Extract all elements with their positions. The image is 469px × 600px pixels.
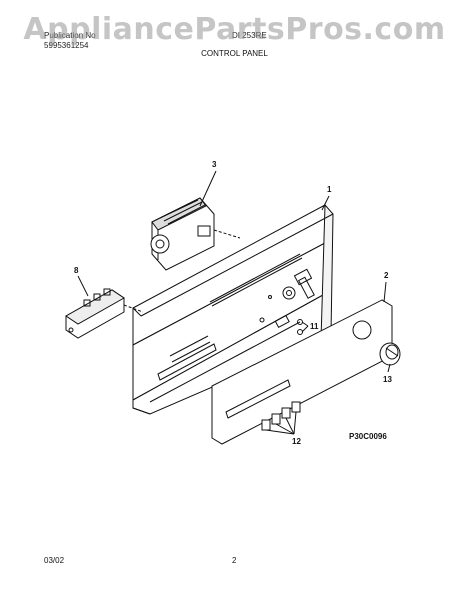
callout-11: 11	[310, 322, 319, 331]
section-title: CONTROL PANEL	[201, 49, 268, 58]
footer-date: 03/02	[44, 556, 65, 565]
part-switch-block	[65, 288, 144, 339]
callout-13: 13	[383, 375, 392, 384]
callout-3: 3	[212, 160, 217, 169]
leader-lines	[77, 170, 391, 435]
callout-12: 12	[292, 437, 301, 446]
publication-label: Publication No	[44, 31, 96, 40]
footer-page-number: 2	[232, 556, 237, 565]
part-push-buttons	[261, 401, 301, 431]
part-knob	[379, 342, 401, 366]
callout-1: 1	[327, 185, 332, 194]
callout-8: 8	[74, 266, 79, 275]
part-timer	[150, 197, 241, 271]
callout-2: 2	[384, 271, 389, 280]
figure-code: P30C0096	[349, 432, 387, 441]
publication-number: 5995361254	[44, 41, 89, 50]
model-number: DI 253RE	[232, 31, 267, 40]
